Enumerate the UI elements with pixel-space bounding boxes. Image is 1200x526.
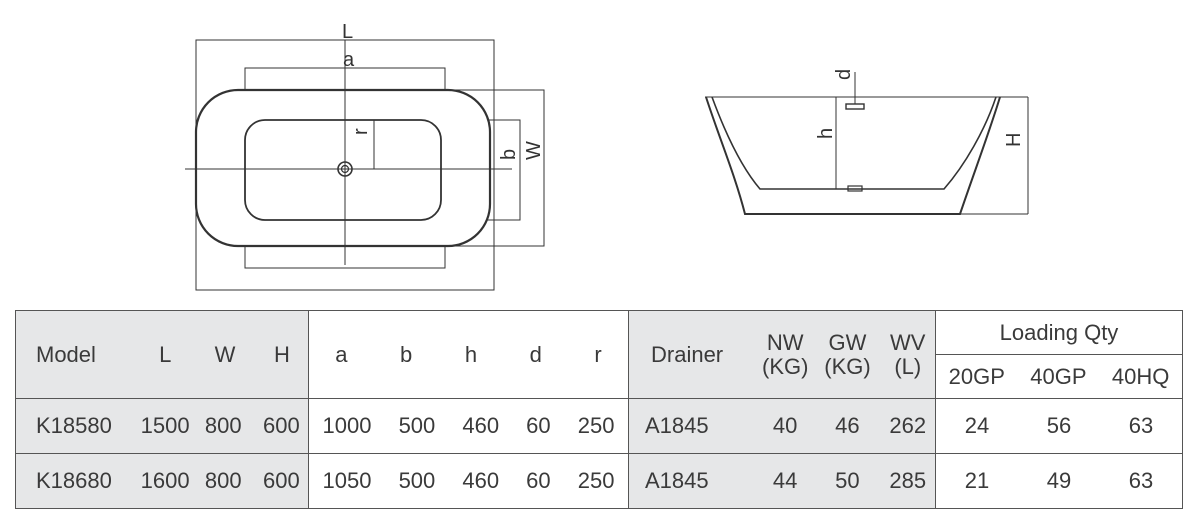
row-nw: 44 — [772, 468, 798, 493]
row-40gp: 56 — [1046, 413, 1072, 438]
header-drainer-weights: Drainer NW(KG) GW(KG) WV(L) — [628, 310, 936, 399]
row-sizes: 1050 500 460 60 250 — [308, 453, 629, 509]
row-b: 500 — [398, 413, 436, 438]
label-d: d — [833, 69, 855, 80]
label-r: r — [350, 128, 372, 135]
header-L: L — [159, 341, 172, 367]
header-d: d — [529, 341, 542, 367]
row-W: 800 — [204, 413, 242, 438]
row-drainer-weights: A1845 44 50 285 — [628, 453, 936, 509]
side-view-drawing — [705, 72, 1029, 215]
row-r: 250 — [577, 468, 615, 493]
header-W: W — [214, 341, 236, 367]
row-loading: 24 56 63 — [935, 398, 1183, 454]
header-a: a — [335, 341, 348, 367]
header-gw: GW(KG) — [824, 329, 871, 379]
row-gw: 50 — [835, 468, 860, 493]
row-20gp: 21 — [964, 468, 990, 493]
row-H: 600 — [263, 468, 300, 493]
label-L: L — [342, 21, 353, 43]
side-view-labels: d h H — [815, 69, 1025, 147]
label-W: W — [523, 141, 545, 160]
row-drainer: A1845 — [645, 413, 709, 438]
row-b: 500 — [398, 468, 436, 493]
row-r: 250 — [577, 413, 615, 438]
header-40gp: 40GP — [1030, 363, 1087, 389]
table-row: K18680 1600 800 600 1050 500 460 60 250 … — [15, 453, 1183, 509]
header-drainer: Drainer — [651, 341, 724, 367]
top-view-labels: L a r b W — [342, 21, 545, 160]
header-H: H — [274, 341, 290, 367]
row-nw: 40 — [772, 413, 798, 438]
row-a: 1050 — [322, 468, 372, 493]
row-W: 800 — [204, 468, 242, 493]
header-model-dims: Model L W H — [15, 310, 309, 399]
row-40hq: 63 — [1128, 413, 1154, 438]
row-a: 1000 — [322, 413, 372, 438]
row-drainer-weights: A1845 40 46 262 — [628, 398, 936, 454]
header-b: b — [400, 341, 413, 367]
row-model-dims: K18680 1600 800 600 — [15, 453, 309, 509]
header-nw: NW(KG) — [762, 329, 809, 379]
row-H: 600 — [263, 413, 300, 438]
header-sizes: a b h d r — [308, 310, 629, 399]
header-r: r — [594, 341, 602, 367]
header-loading-qty: Loading Qty — [935, 310, 1183, 355]
row-model: K18580 — [36, 413, 112, 438]
row-20gp: 24 — [964, 413, 990, 438]
technical-drawings: L a r b W d h H — [185, 21, 1029, 291]
row-model: K18680 — [36, 468, 112, 493]
row-40gp: 49 — [1046, 468, 1072, 493]
row-sizes: 1000 500 460 60 250 — [308, 398, 629, 454]
label-a: a — [343, 49, 355, 71]
header-model: Model — [36, 341, 96, 367]
header-20gp: 20GP — [948, 363, 1005, 389]
row-wv: 285 — [889, 468, 927, 493]
row-loading: 21 49 63 — [935, 453, 1183, 509]
header-40hq: 40HQ — [1111, 363, 1170, 389]
row-L: 1600 — [140, 468, 190, 493]
header-loading-sub: 20GP 40GP 40HQ — [935, 354, 1183, 399]
label-b: b — [498, 149, 520, 160]
top-view-drawing — [185, 39, 545, 291]
row-h: 460 — [462, 468, 500, 493]
header-h: h — [464, 341, 478, 367]
row-d: 60 — [526, 468, 551, 493]
row-gw: 46 — [835, 413, 860, 438]
row-d: 60 — [526, 413, 551, 438]
row-model-dims: K18580 1500 800 600 — [15, 398, 309, 454]
row-wv: 262 — [889, 413, 927, 438]
row-h: 460 — [462, 413, 500, 438]
row-drainer: A1845 — [645, 468, 709, 493]
label-h: h — [815, 128, 837, 139]
row-40hq: 63 — [1128, 468, 1154, 493]
row-L: 1500 — [140, 413, 190, 438]
specification-table: Model L W H a b h d r Drainer NW(KG) — [15, 310, 1183, 509]
table-row: K18580 1500 800 600 1000 500 460 60 250 … — [15, 398, 1183, 454]
label-H: H — [1003, 133, 1025, 147]
header-wv: WV(L) — [890, 329, 926, 379]
